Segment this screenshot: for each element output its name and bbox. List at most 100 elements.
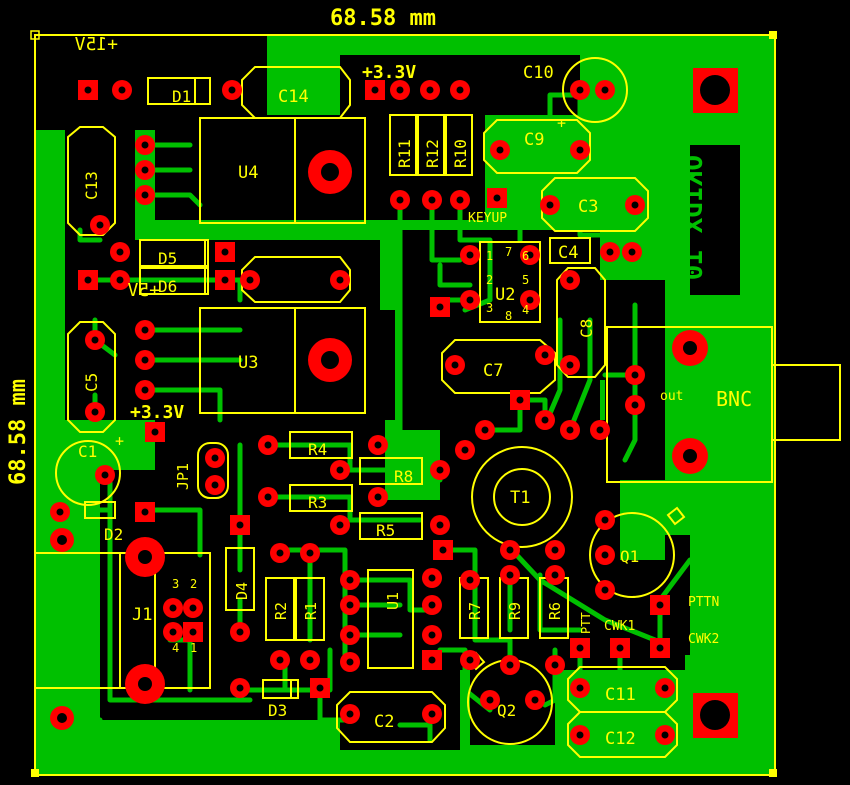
drill-hole	[516, 396, 524, 404]
drill-hole	[428, 601, 436, 609]
label-d4: D4	[233, 582, 251, 600]
label-q2: Q2	[497, 701, 516, 720]
board-text-bg	[690, 145, 740, 295]
drill-hole	[374, 493, 382, 501]
drill-hole	[211, 481, 219, 489]
corner-markers	[30, 30, 777, 777]
label-r6: R6	[546, 602, 564, 620]
label-r5: R5	[376, 521, 395, 540]
label-j1-p3: 3	[172, 577, 179, 591]
label-c10: C10	[523, 63, 554, 83]
label-u2-p6: 6	[522, 249, 529, 263]
label-cwk1: CWK1	[604, 619, 635, 634]
label-c14: C14	[278, 87, 309, 107]
label-plus33v-mid: +3.3V	[130, 402, 184, 423]
drill-hole	[439, 546, 447, 554]
label-cwk2: CWK2	[688, 632, 719, 647]
label-c13: C13	[82, 171, 101, 200]
label-r2: R2	[272, 602, 290, 620]
drill-hole	[228, 86, 236, 94]
drill-hole	[141, 326, 149, 334]
drill-hole	[601, 551, 609, 559]
drill-hole	[236, 684, 244, 692]
drill-hole	[496, 146, 504, 154]
drill-hole	[531, 696, 539, 704]
drill-hole	[346, 658, 354, 666]
drill-hole	[306, 656, 314, 664]
component-labels: +15V +5V +3.3V +3.3V D1 C14 U4 C13 R11 R…	[74, 34, 752, 749]
drill-hole	[428, 631, 436, 639]
drill-hole	[428, 710, 436, 718]
drill-hole	[596, 426, 604, 434]
label-c8: C8	[577, 319, 596, 338]
drill-hole	[189, 628, 197, 636]
label-r9: R9	[506, 602, 524, 620]
round-pads	[50, 80, 675, 745]
drill-hole	[374, 441, 382, 449]
label-c1-plus: +	[115, 432, 124, 450]
label-jp1: JP1	[174, 463, 192, 490]
label-u2-p3: 3	[486, 301, 493, 315]
label-u1: U1	[384, 592, 402, 610]
drill-hole	[246, 276, 254, 284]
drill-hole	[546, 201, 554, 209]
label-u2-p2: 2	[486, 273, 493, 287]
drill-hole	[526, 296, 534, 304]
drill-hole	[451, 361, 459, 369]
drill-hole	[236, 521, 244, 529]
drill-hole	[551, 661, 559, 669]
square-pads	[78, 80, 670, 698]
label-d3: D3	[268, 701, 287, 720]
drill-hole	[466, 576, 474, 584]
label-j1-p2: 2	[190, 577, 197, 591]
dim-height-label: 68.58 mm	[6, 379, 31, 485]
label-u2-p1: 1	[486, 249, 493, 263]
drill-hole	[628, 248, 636, 256]
drill-hole	[56, 508, 64, 516]
drill-hole	[576, 684, 584, 692]
label-u2-p4: 4	[522, 303, 529, 317]
drill-hole	[428, 656, 436, 664]
drill-hole	[101, 471, 109, 479]
drill-hole	[486, 696, 494, 704]
drill-hole	[276, 549, 284, 557]
label-r11: R11	[395, 139, 414, 168]
drill-hole	[141, 141, 149, 149]
drill-hole	[96, 221, 104, 229]
drill-hole	[661, 684, 669, 692]
drill-hole	[346, 710, 354, 718]
drill-hole	[346, 601, 354, 609]
drill-hole	[566, 426, 574, 434]
drill-hole	[631, 371, 639, 379]
drill-hole	[316, 684, 324, 692]
drill-hole	[211, 454, 219, 462]
drill-hole	[91, 408, 99, 416]
drill-hole	[436, 303, 444, 311]
drill-hole	[116, 248, 124, 256]
label-c2: C2	[374, 712, 394, 732]
drill-hole	[84, 276, 92, 284]
drill-hole	[541, 351, 549, 359]
label-plus5v: +5V	[127, 280, 160, 301]
label-d6: D6	[158, 277, 177, 296]
drill-hole	[396, 196, 404, 204]
label-keyup: KEYUP	[468, 211, 507, 226]
drill-hole	[169, 628, 177, 636]
drill-hole	[601, 516, 609, 524]
drill-hole	[336, 466, 344, 474]
drill-hole	[616, 644, 624, 652]
label-u2: U2	[495, 285, 515, 305]
label-r1: R1	[302, 602, 320, 620]
drill-hole	[141, 508, 149, 516]
mounting-holes	[693, 68, 738, 738]
drill-hole	[141, 386, 149, 394]
drill-hole	[526, 251, 534, 259]
drill-hole	[506, 546, 514, 554]
drill-hole	[481, 426, 489, 434]
drill-hole	[606, 248, 614, 256]
label-plus15v: +15V	[74, 34, 118, 55]
drill-hole	[576, 86, 584, 94]
drill-hole	[461, 446, 469, 454]
drill-hole	[151, 428, 159, 436]
label-j1-p4: 4	[172, 641, 179, 655]
